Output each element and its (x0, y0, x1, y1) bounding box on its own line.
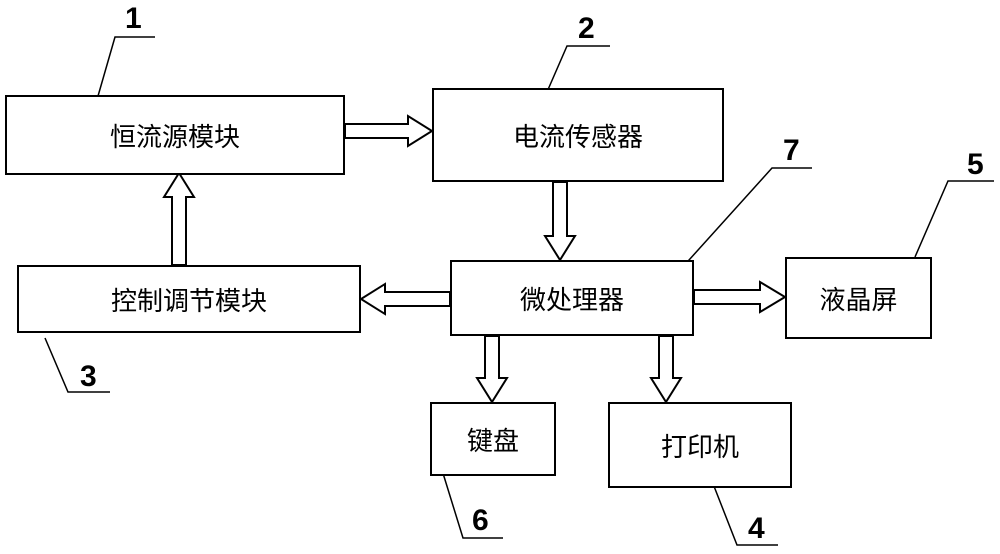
leader-line-2 (539, 45, 610, 109)
block-control-adjust: 控制调节模块 (17, 265, 361, 333)
ref-number-5: 5 (967, 148, 984, 181)
arrow-control-to-constant-current (162, 171, 196, 266)
leader-line-6 (441, 469, 503, 539)
block-label: 控制调节模块 (110, 286, 267, 317)
arrow-sensor-to-microprocessor (543, 181, 577, 262)
ref-number-1: 1 (125, 2, 142, 35)
arrow-microprocessor-to-keyboard (475, 335, 509, 404)
block-label: 液晶屏 (819, 285, 898, 316)
ref-number-3: 3 (80, 360, 97, 393)
block-lcd: 液晶屏 (785, 257, 932, 339)
arrow-constant-current-to-sensor (344, 114, 434, 148)
block-keyboard: 键盘 (430, 402, 556, 476)
arrow-microprocessor-to-printer (649, 335, 683, 404)
leader-line-3 (44, 337, 110, 393)
block-label: 恒流源模块 (109, 122, 240, 153)
block-label: 打印机 (660, 432, 739, 463)
block-label: 电流传感器 (512, 122, 643, 153)
ref-number-7: 7 (783, 134, 800, 167)
leader-line-7 (679, 167, 812, 271)
ref-number-2: 2 (578, 12, 595, 45)
block-label: 键盘 (466, 426, 519, 457)
ref-number-6: 6 (472, 504, 489, 537)
block-label: 微处理器 (519, 285, 624, 316)
block-current-sensor: 电流传感器 (432, 88, 724, 182)
leader-line-4 (709, 475, 778, 546)
leader-line-1 (95, 36, 155, 104)
arrow-microprocessor-to-lcd (693, 280, 787, 314)
block-constant-current-source: 恒流源模块 (5, 95, 345, 175)
arrow-microprocessor-to-control (359, 282, 451, 316)
leader-line-5 (914, 180, 994, 258)
ref-number-4: 4 (748, 512, 765, 545)
block-printer: 打印机 (608, 402, 792, 488)
block-microprocessor: 微处理器 (450, 260, 694, 336)
